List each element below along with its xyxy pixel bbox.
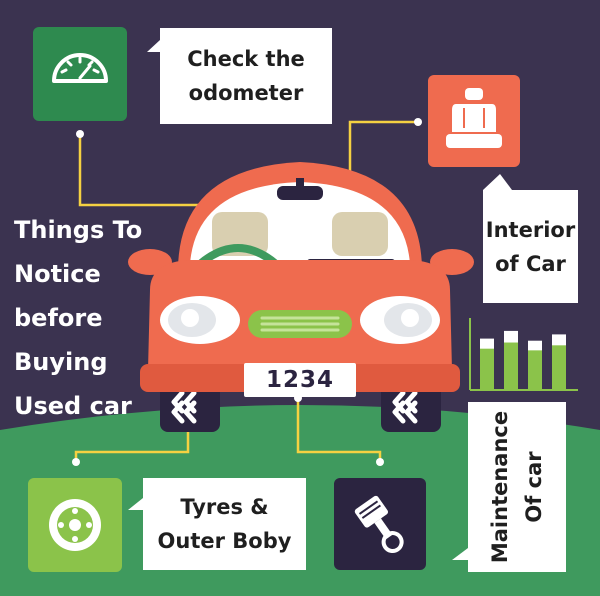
callout-maintenance-line2: Of car — [522, 451, 546, 523]
callout-tyres-line1: Tyres & — [180, 495, 269, 519]
headline-line: Things To — [14, 216, 143, 244]
headline-line: Used car — [14, 392, 132, 420]
headline: Things To Notice before Buying Used car — [14, 208, 174, 428]
callout-interior-line2: of Car — [495, 251, 566, 276]
right-headlight — [360, 296, 440, 344]
license-plate — [244, 363, 356, 397]
car-seat-icon — [428, 75, 520, 167]
bar — [480, 348, 494, 389]
plate-number: 1234 — [265, 367, 334, 393]
callout-interior-line1: Interior — [485, 217, 576, 242]
callout-interior: Interior of Car — [483, 190, 578, 303]
left-headlight — [160, 296, 240, 344]
callout-odometer-line1: Check the — [187, 47, 305, 71]
headline-line: before — [14, 304, 103, 332]
bar-chart-graphic — [469, 318, 578, 391]
right-mirror — [430, 249, 474, 275]
wheel-icon — [28, 478, 122, 572]
callout-odometer-line2: odometer — [188, 81, 304, 105]
callout-tyres: Tyres & Outer Boby — [143, 478, 306, 570]
speedometer-icon — [33, 27, 127, 121]
callout-odometer: Check the odometer — [160, 28, 332, 124]
bar — [504, 342, 518, 389]
callout-maintenance-line1: Maintenance — [488, 410, 512, 564]
callout-maintenance: Maintenance Of car — [468, 402, 566, 572]
piston-icon — [334, 478, 426, 570]
headline-line: Notice — [14, 260, 101, 288]
callout-tyres-line2: Outer Boby — [157, 529, 292, 553]
car-illustration — [128, 162, 474, 432]
headline-line: Buying — [14, 348, 108, 376]
bar — [528, 350, 542, 389]
bar — [552, 345, 566, 389]
